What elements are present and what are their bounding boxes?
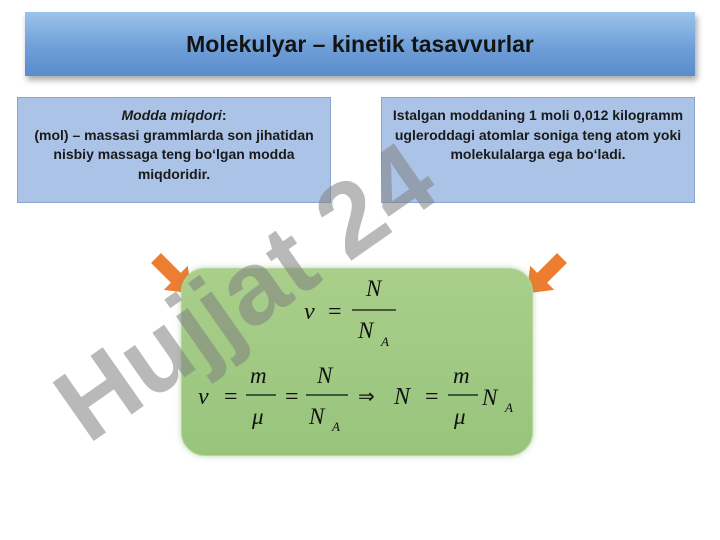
definition-box: Modda miqdori: (mol) – massasi grammlard…	[17, 97, 331, 203]
nu-symbol: ν	[198, 384, 209, 410]
denominator-N: N	[308, 404, 326, 429]
nu-symbol: ν	[304, 299, 315, 325]
mole-fact-text: Istalgan moddaning 1 moli 0,012 kilogram…	[392, 107, 684, 162]
title-bar: Molekulyar – kinetik tasavvurlar	[25, 12, 695, 76]
equals-sign: =	[425, 384, 439, 410]
numerator-m: m	[250, 363, 267, 388]
numerator-N: N	[365, 276, 383, 301]
definition-heading-term: Modda miqdori	[121, 107, 222, 123]
subscript-A: A	[504, 400, 513, 415]
definition-text: (mol) – massasi grammlarda son jihatidan…	[34, 126, 314, 182]
numerator-N: N	[316, 363, 334, 388]
equals-sign: =	[224, 384, 238, 410]
N-symbol: N	[393, 384, 412, 410]
formula-chain: ν = m μ = N N A ⇒ N = m μ N A	[198, 363, 513, 434]
denominator-mu: μ	[453, 404, 466, 429]
definition-heading: Modda miqdori:	[24, 106, 324, 126]
formula-svg: ν = N N A ν = m μ = N N A ⇒ N = m μ N A	[198, 276, 513, 434]
numerator-m: m	[453, 363, 470, 388]
denominator-mu: μ	[251, 404, 264, 429]
formula-panel: ν = N N A ν = m μ = N N A ⇒ N = m μ N A	[181, 268, 533, 456]
mole-fact-box: Istalgan moddaning 1 moli 0,012 kilogram…	[381, 97, 695, 203]
arrow-right-icon	[526, 253, 567, 294]
equals-sign: =	[285, 384, 299, 410]
subscript-A: A	[380, 334, 389, 349]
N-symbol: N	[481, 385, 499, 410]
slide-title: Molekulyar – kinetik tasavvurlar	[186, 30, 534, 57]
equals-sign: =	[328, 299, 342, 325]
formula-mole-count: ν = N N A	[304, 276, 396, 349]
subscript-A: A	[331, 419, 340, 434]
denominator-N: N	[357, 318, 375, 343]
implies-arrow-icon: ⇒	[358, 386, 375, 408]
definition-heading-colon: :	[221, 107, 227, 123]
